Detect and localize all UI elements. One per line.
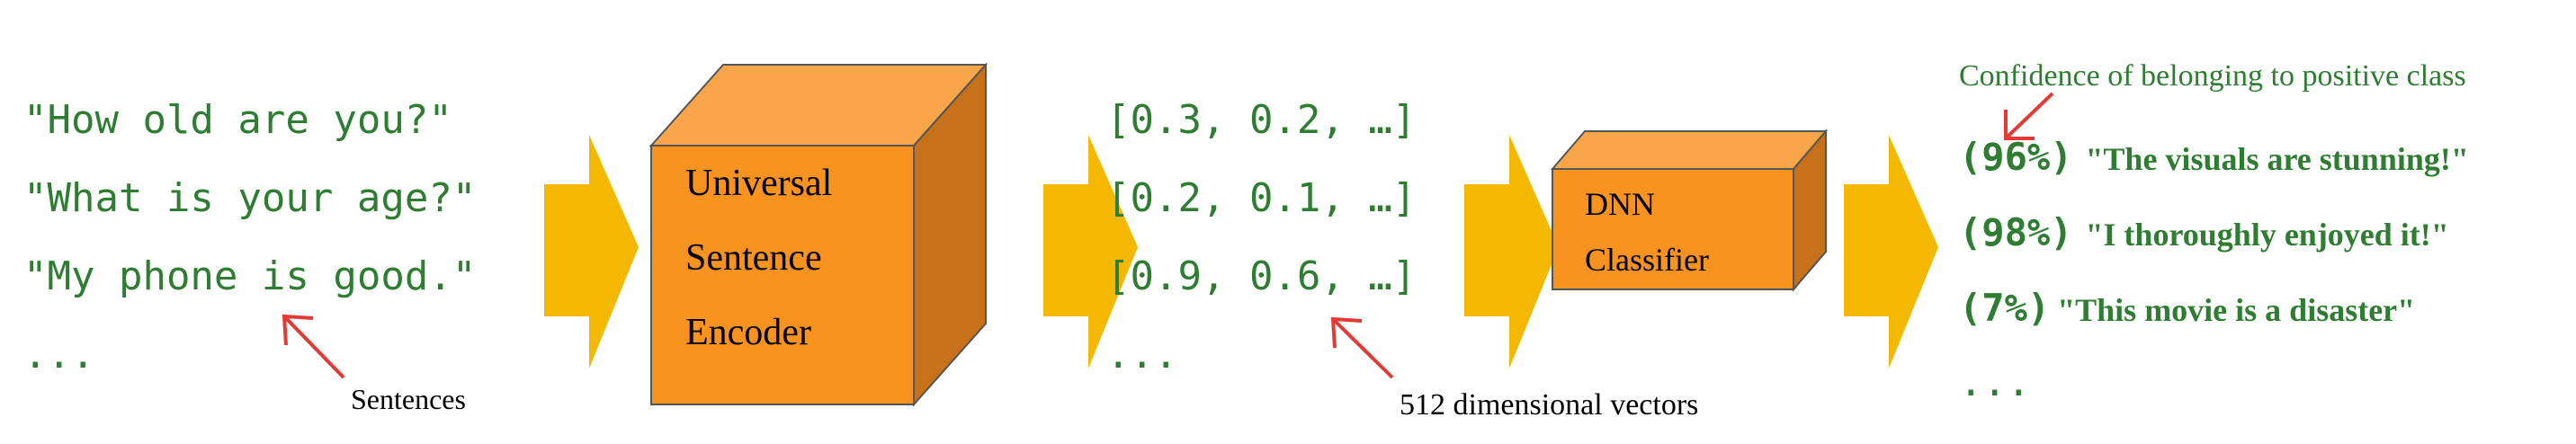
output-text: "I thoroughly enjoyed it!"	[2085, 217, 2449, 253]
output-row: (96%) "The visuals are stunning!"	[1959, 135, 2469, 179]
classifier-label-line: DNN	[1585, 186, 1655, 222]
flow-arrow-4	[1844, 135, 1938, 369]
output-ellipsis: ...	[1959, 360, 2031, 405]
output-row: (98%) "I thoroughly enjoyed it!"	[1959, 210, 2449, 254]
input-sentence: "My phone is good."	[23, 253, 477, 299]
output-score: (7%)	[1959, 286, 2051, 330]
input-sentence-ellipsis: ...	[23, 332, 95, 377]
output-text: "This movie is a disaster"	[2057, 292, 2416, 328]
encoder-label-line: Encoder	[685, 312, 811, 353]
flow-arrow-1	[544, 135, 639, 369]
encoder-label-line: Sentence	[685, 237, 822, 279]
output-text: "The visuals are stunning!"	[2085, 141, 2469, 177]
confidence-pointer	[2004, 92, 2054, 140]
flow-arrow-3	[1464, 135, 1559, 369]
embedding-vector-ellipsis: ...	[1106, 332, 1178, 377]
encoder-cube	[648, 62, 988, 407]
sentences-pointer	[282, 314, 345, 379]
classifier-label-line: Classifier	[1585, 242, 1709, 278]
input-sentence: "What is your age?"	[23, 175, 477, 221]
embedding-vector: [0.2, 0.1, …]	[1106, 175, 1417, 221]
input-sentence: "How old are you?"	[23, 97, 452, 143]
vectors-label: 512 dimensional vectors	[1400, 388, 1699, 422]
embedding-vector: [0.9, 0.6, …]	[1106, 253, 1417, 299]
classifier-cube-top	[1550, 130, 1829, 170]
output-score: (98%)	[1959, 210, 2073, 254]
flow-arrow-2	[1043, 135, 1138, 369]
encoder-cube-front	[650, 145, 915, 405]
classifier-cube	[1550, 129, 1829, 292]
classifier-cube-front	[1552, 168, 1794, 290]
output-score: (96%)	[1959, 135, 2073, 179]
encoder-label-line: Universal	[685, 163, 833, 204]
sentences-label: Sentences	[351, 383, 466, 415]
vectors-pointer	[1330, 316, 1394, 379]
output-row: (7%) "This movie is a disaster"	[1959, 286, 2415, 330]
embedding-vector: [0.3, 0.2, …]	[1106, 97, 1417, 143]
confidence-label: Confidence of belonging to positive clas…	[1959, 59, 2466, 93]
